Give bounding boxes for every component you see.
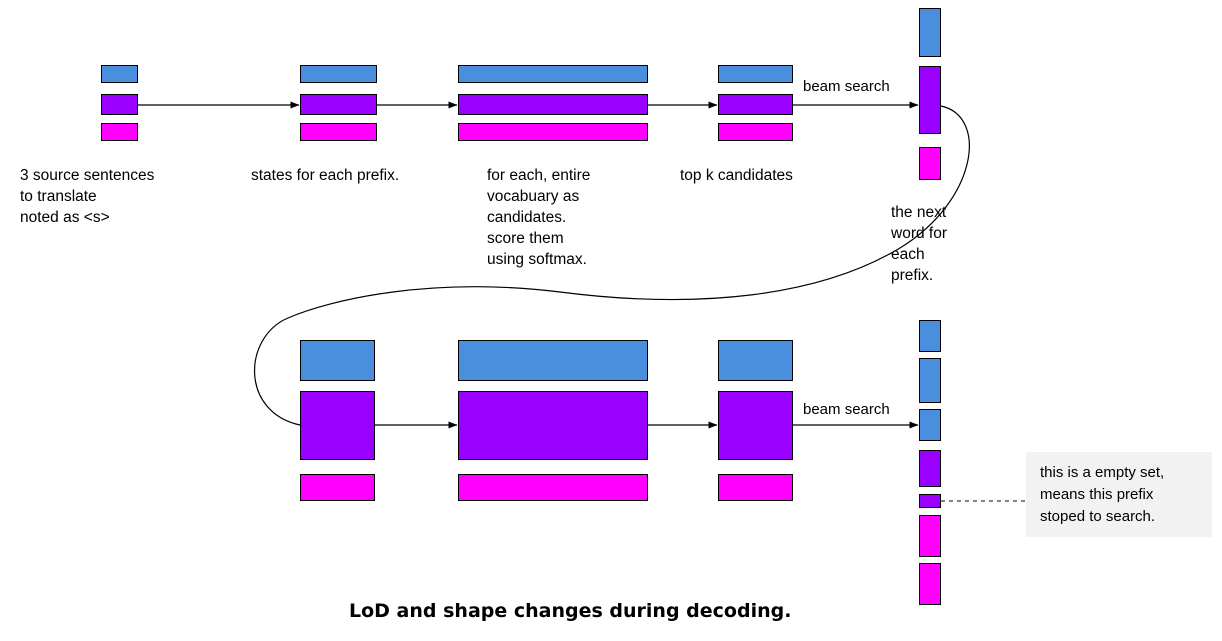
bar-blue [101,65,138,83]
bar-blue [919,409,941,441]
bar-magenta [300,123,377,141]
bar-blue [718,340,793,381]
bar-blue [458,65,648,83]
stage-label-source-sentences: 3 source sentences to translate noted as… [20,167,155,226]
bar-blue [919,8,941,57]
bar-purple [718,391,793,460]
bar-purple-empty [919,494,941,508]
bar-magenta [919,515,941,557]
empty-set-callout: this is a empty set, means this prefix s… [1026,452,1212,537]
bar-blue [919,358,941,403]
bar-purple [300,94,377,115]
bar-purple [458,391,648,460]
bar-magenta [101,123,138,141]
bar-purple [300,391,375,460]
bar-magenta [458,123,648,141]
bar-purple [458,94,648,115]
bar-blue [919,320,941,352]
bar-magenta [458,474,648,501]
bar-blue [300,65,377,83]
beam-search-label-top: beam search [803,78,890,95]
bar-magenta [718,123,793,141]
bar-magenta [718,474,793,501]
bar-purple [101,94,138,115]
stage-label-top-k-candidates: top k candidates [680,167,793,184]
bar-purple [919,450,941,487]
bar-blue [718,65,793,83]
stage-label-states-per-prefix: states for each prefix. [251,167,400,184]
bar-magenta [919,563,941,605]
stage-label-vocabulary-candidates: for each, entire vocabuary as candidates… [487,167,591,268]
bar-magenta [300,474,375,501]
bar-purple [718,94,793,115]
bar-purple [919,66,941,134]
bar-blue [300,340,375,381]
bar-magenta [919,147,941,180]
beam-search-label-bottom: beam search [803,401,890,418]
bar-blue [458,340,648,381]
next-word-label: the next word for each prefix. [891,204,947,284]
diagram-caption: LoD and shape changes during decoding. [349,600,792,622]
